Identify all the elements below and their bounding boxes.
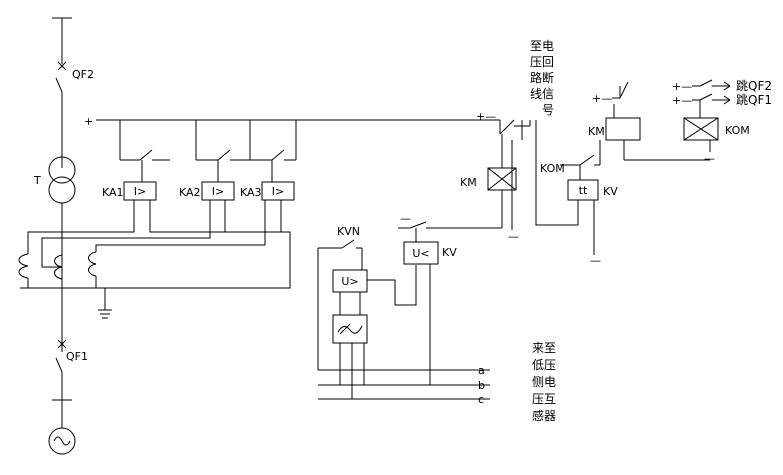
note-from-vt: 来至 低压 侧电 压互 感器 [532, 341, 556, 423]
kvn-label: KVN [337, 225, 360, 238]
kv-symbol: U< [412, 247, 429, 260]
plus-minus-qf1: +— [672, 94, 692, 107]
km-right-circuit: +— KM [588, 81, 710, 161]
kv-right-label: KV [603, 185, 618, 198]
minus-kv-right: — [590, 254, 601, 267]
note-circuit-break-signal: 至电 压回 路断 线信 号 [530, 39, 554, 117]
plus-minus-km-right: +— [592, 92, 612, 105]
relay-ka1: I> KA1 [102, 181, 157, 201]
qf2-label: QF2 [72, 68, 94, 81]
vt-note-line-4: 压互 [532, 392, 556, 406]
vt-note-line-2: 低压 [532, 358, 556, 372]
note-line-5: 号 [542, 103, 554, 117]
plus-sign: + [84, 115, 93, 128]
minus-kom: — [704, 152, 715, 165]
generator-icon [48, 427, 76, 455]
filter-block [332, 314, 368, 344]
ka2-symbol: I> [212, 185, 224, 198]
positive-bus-left: + [84, 115, 500, 182]
trip-qf2-label: 跳QF2 [736, 79, 772, 93]
phase-a-label: a [478, 364, 485, 377]
tt-symbol: tt [579, 184, 588, 197]
kv-label: KV [442, 246, 457, 259]
ka1-label: KA1 [102, 186, 124, 199]
ka3-symbol: I> [272, 185, 284, 198]
note-line-2: 压回 [530, 55, 554, 69]
km-right-label: KM [588, 125, 605, 138]
phase-b-label: b [478, 379, 485, 392]
plus-minus-qf2: +— [672, 80, 692, 93]
relay-kv [403, 241, 439, 265]
ka3-label: KA3 [240, 186, 262, 199]
plus-minus-mid: +— [476, 110, 496, 123]
transformer-label: T [33, 174, 41, 187]
kom-mid-label: KOM [540, 162, 565, 175]
kvn-symbol: U> [341, 275, 358, 288]
km-control-circuit: +— KM — KOM tt KV — [460, 110, 618, 267]
relay-kvn [332, 269, 368, 293]
voltage-circuit: KVN U> — U< KV a [317, 190, 503, 406]
phase-c-label: c [478, 393, 484, 406]
current-transformers [18, 200, 291, 319]
qf2-breaker [55, 61, 67, 168]
qf1-label: QF1 [66, 350, 88, 363]
ka1-symbol: I> [134, 185, 146, 198]
km-left-label: KM [460, 176, 477, 189]
relay-ka3: I> KA3 [240, 181, 295, 201]
kom-right-label: KOM [725, 124, 750, 137]
relay-ka2: I> KA2 [179, 181, 235, 201]
vt-note-line-1: 来至 [532, 341, 556, 355]
trip-qf1-label: 跳QF1 [736, 93, 772, 107]
ka2-label: KA2 [179, 186, 201, 199]
note-line-1: 至电 [530, 39, 554, 53]
relay-kv-timer [567, 179, 599, 201]
kom-output-circuit: +— 跳QF2 +— 跳QF1 KOM — [672, 79, 772, 165]
note-line-3: 路断 [530, 70, 554, 85]
minus-km: — [508, 230, 519, 243]
minus-kv: — [400, 212, 411, 225]
relay-km-right [605, 117, 641, 141]
qf1-breaker [55, 338, 67, 400]
primary-circuit: QF2 T QF1 [33, 17, 94, 455]
vt-note-line-5: 感器 [532, 408, 556, 423]
vt-note-line-3: 侧电 [532, 375, 556, 389]
note-line-4: 线信 [530, 87, 554, 101]
